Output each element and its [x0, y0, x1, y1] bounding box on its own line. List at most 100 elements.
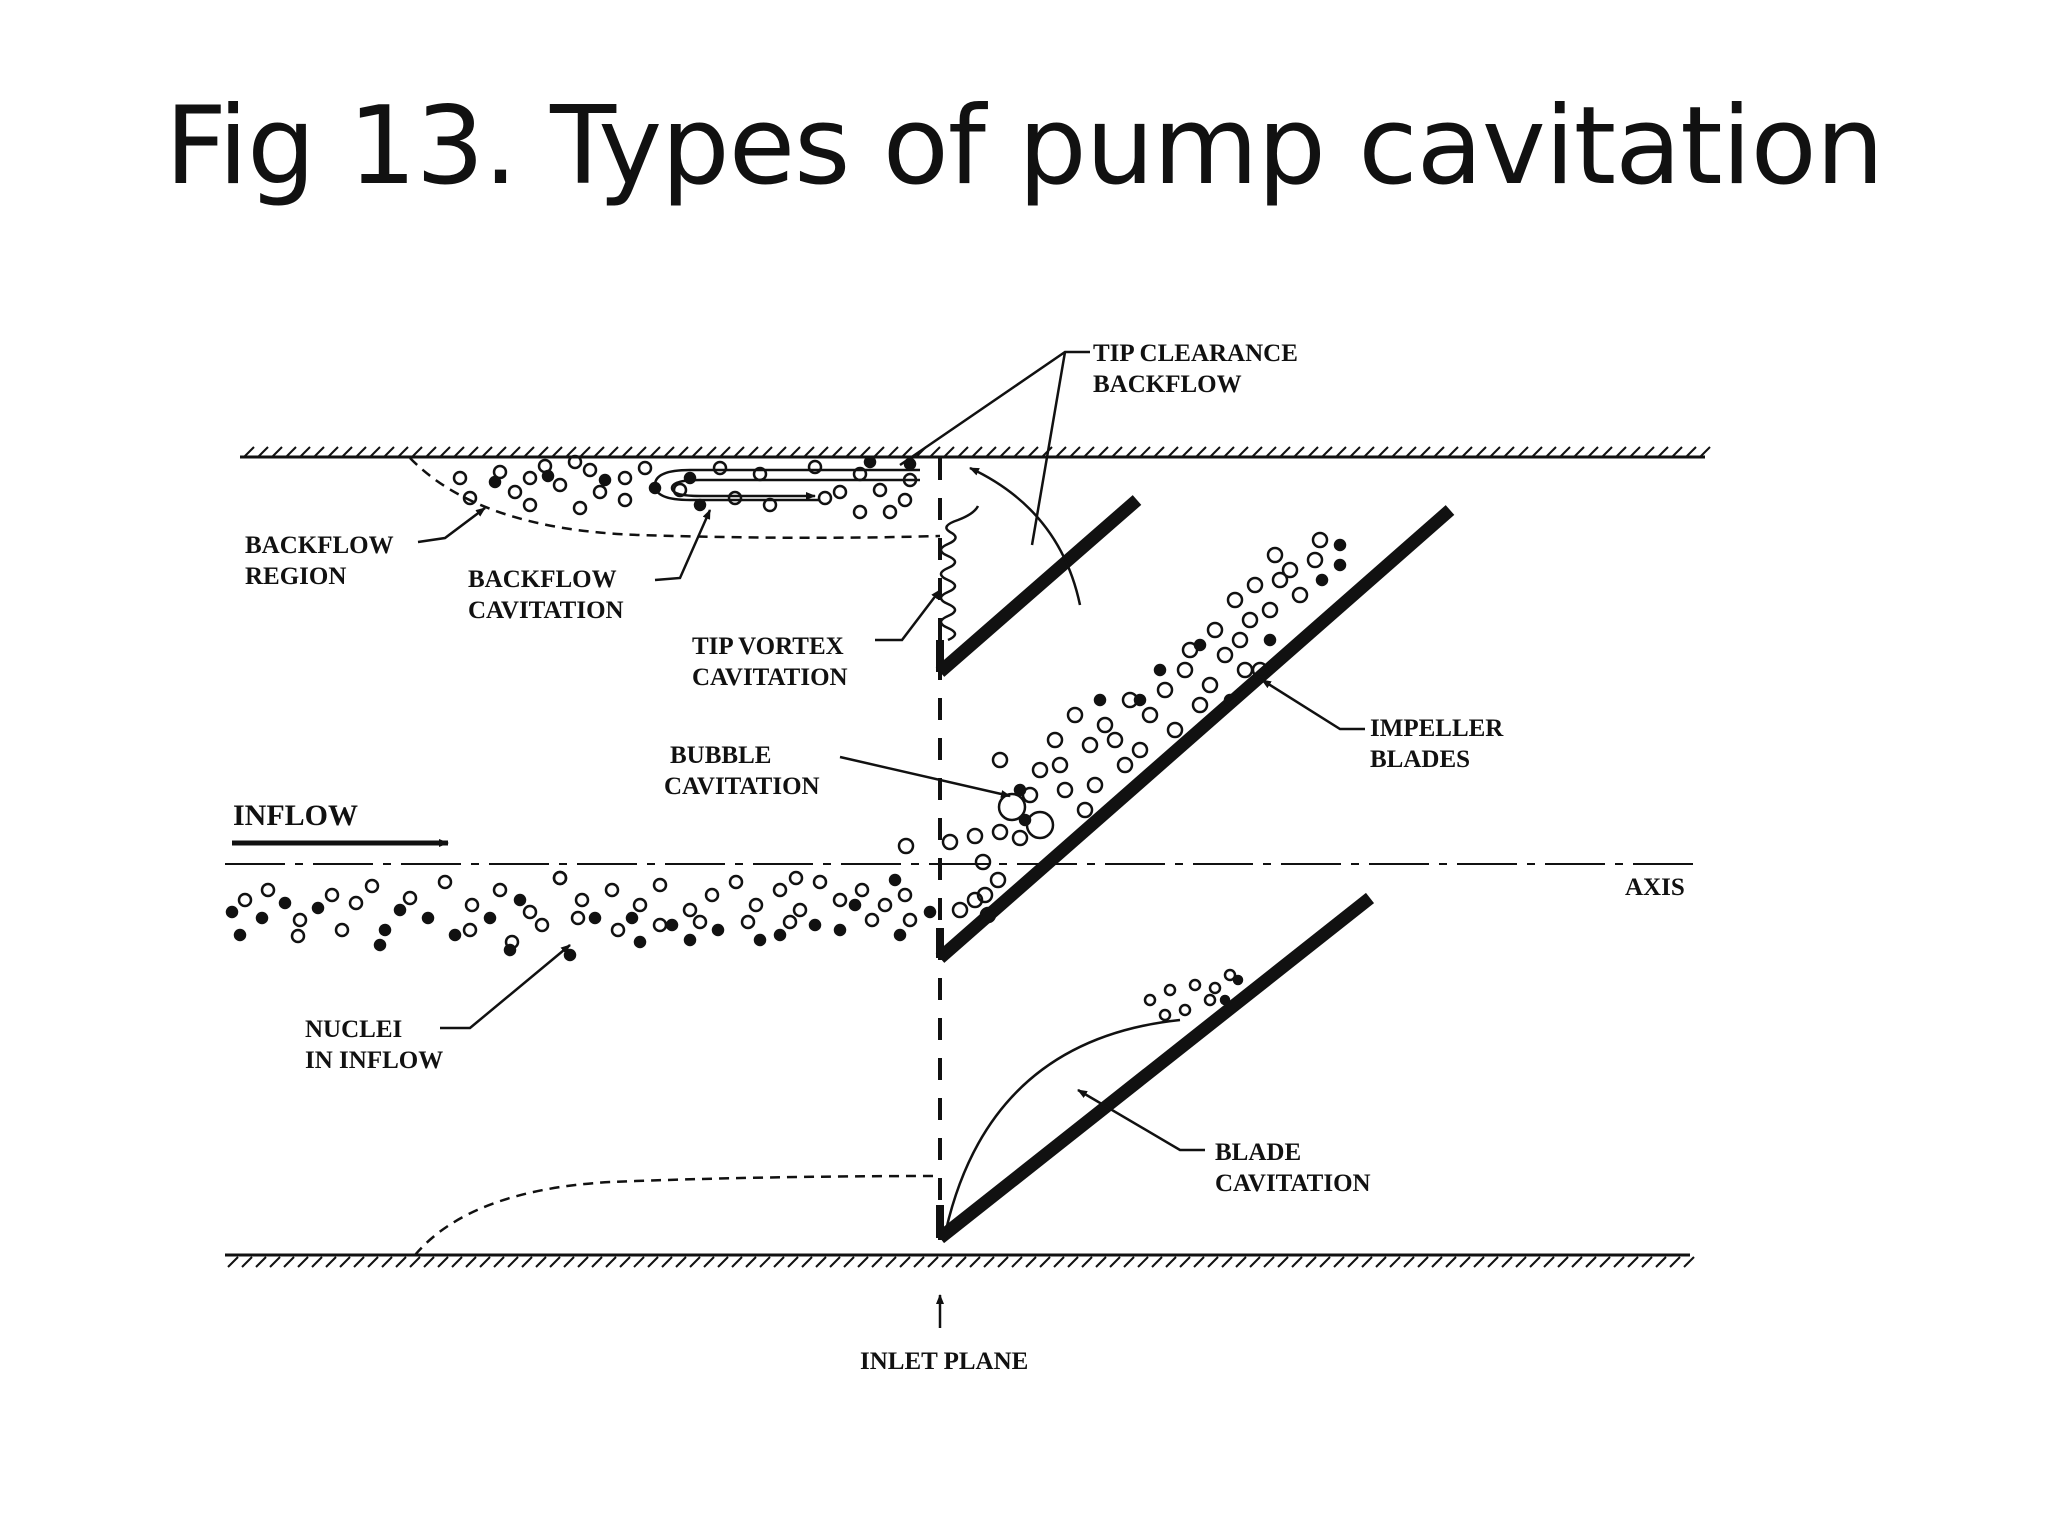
bubble — [1076, 801, 1094, 819]
bubble — [893, 928, 907, 942]
bubble — [1046, 731, 1064, 749]
bubble — [1266, 546, 1284, 564]
bubble — [1232, 974, 1244, 986]
bubble — [503, 943, 517, 957]
bubble — [492, 464, 508, 480]
bubble — [448, 928, 462, 942]
bubble — [534, 917, 550, 933]
impeller-blade-middle — [935, 505, 1455, 963]
bubble — [808, 918, 822, 932]
bubble — [762, 497, 778, 513]
bubble — [888, 873, 902, 887]
bubble — [1156, 681, 1174, 699]
bubble — [393, 903, 407, 917]
bubble — [334, 922, 350, 938]
bubble — [812, 874, 828, 890]
bubble — [727, 490, 743, 506]
bubble — [683, 933, 697, 947]
bottom-wall — [225, 1253, 1695, 1268]
bubble — [421, 911, 435, 925]
bubble — [648, 481, 662, 495]
bubble — [1281, 561, 1299, 579]
label-backflow-region-1: BACKFLOW — [245, 532, 394, 559]
bubble — [854, 882, 870, 898]
bubble — [1176, 661, 1194, 679]
bubble — [902, 912, 918, 928]
bubble — [712, 460, 728, 476]
impeller-blades — [935, 495, 1455, 1244]
label-backflow-cavitation-2: CAVITATION — [468, 597, 624, 624]
bubble — [991, 823, 1009, 841]
bubble — [1096, 716, 1114, 734]
label-inflow: INFLOW — [233, 799, 358, 832]
bubble — [1223, 693, 1237, 707]
bubble — [848, 898, 862, 912]
bubble — [966, 827, 984, 845]
bubble — [572, 500, 588, 516]
bubble — [832, 892, 848, 908]
bubble — [567, 454, 583, 470]
bubble — [617, 492, 633, 508]
bubble — [1153, 663, 1167, 677]
bubble — [817, 490, 833, 506]
bubble — [1131, 741, 1149, 759]
label-nuclei-1: NUCLEI — [305, 1016, 402, 1043]
bubble — [1163, 983, 1177, 997]
bubble — [991, 751, 1009, 769]
bubble — [1018, 813, 1032, 827]
bubble — [292, 912, 308, 928]
label-blade-cavitation-2: CAVITATION — [1215, 1170, 1371, 1197]
bubble — [1066, 706, 1084, 724]
bubble — [513, 893, 527, 907]
bubble — [897, 887, 913, 903]
backflow-region-boundary — [409, 457, 941, 540]
bubble — [974, 853, 992, 871]
bubble — [324, 887, 340, 903]
bubble — [1141, 706, 1159, 724]
label-nuclei-2: IN INFLOW — [305, 1047, 443, 1074]
bubble — [1219, 994, 1231, 1006]
label-bubble-1: BUBBLE — [670, 742, 771, 769]
bubble — [364, 878, 380, 894]
bubble — [1166, 721, 1184, 739]
bubble — [598, 473, 612, 487]
bubble — [541, 469, 555, 483]
label-tip-vortex-2: CAVITATION — [692, 664, 848, 691]
bubble — [966, 891, 984, 909]
label-tip-vortex-1: TIP VORTEX — [692, 633, 844, 660]
bubble — [570, 910, 586, 926]
bubble — [237, 892, 253, 908]
bubble — [233, 928, 247, 942]
bubble — [633, 935, 647, 949]
bubble — [492, 882, 508, 898]
bubble — [1236, 661, 1254, 679]
bubble — [617, 470, 633, 486]
bubble — [452, 470, 468, 486]
bubble — [582, 462, 598, 478]
bubbles — [225, 454, 1347, 1022]
bubble — [1116, 756, 1134, 774]
bubble — [462, 922, 478, 938]
bubble — [877, 897, 893, 913]
bubble — [462, 490, 478, 506]
bubble — [852, 466, 868, 482]
bubble — [711, 923, 725, 937]
bubble — [1158, 1008, 1172, 1022]
bubble — [792, 902, 808, 918]
label-tip-clearance-1: TIP CLEARANCE — [1093, 340, 1298, 367]
bubble — [1188, 978, 1202, 992]
bubble — [728, 874, 744, 890]
bubble — [1315, 573, 1329, 587]
bubble — [260, 882, 276, 898]
bubble — [1226, 591, 1244, 609]
lower-dashed-curve — [414, 1174, 941, 1256]
bubble — [897, 837, 915, 855]
bubble — [1246, 576, 1264, 594]
bubble — [902, 472, 918, 488]
bubble — [772, 882, 788, 898]
bubble — [682, 902, 698, 918]
bubble — [625, 911, 639, 925]
bubble — [1191, 696, 1209, 714]
bubble — [782, 914, 798, 930]
